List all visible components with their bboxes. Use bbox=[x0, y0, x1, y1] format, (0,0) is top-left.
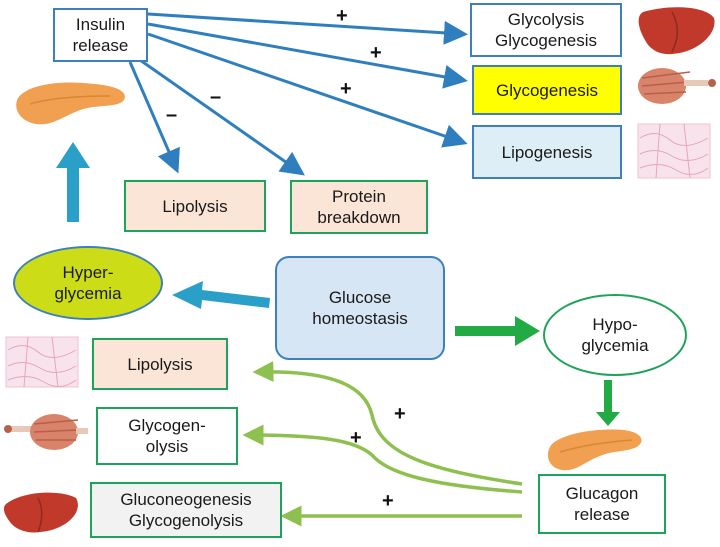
arrow-hypoglycemia-down bbox=[596, 380, 620, 426]
glucagon-release-box: Glucagon release bbox=[538, 474, 666, 534]
liver-icon bbox=[638, 7, 715, 55]
insulin-release-box: Insulin release bbox=[53, 8, 148, 62]
sign-glucagon-lipolysis: + bbox=[394, 403, 406, 425]
glycolysis-glycogenesis-box: Glycolysis Glycogenesis bbox=[470, 3, 622, 57]
arrow-insulin-to-glycogenesis bbox=[147, 22, 468, 89]
sign-insulin-glycolysis: + bbox=[336, 5, 348, 27]
sign-glucagon-gluconeogenesis: + bbox=[382, 490, 394, 512]
sign-glucagon-glycogenolysis: + bbox=[350, 427, 362, 449]
arrow-glucagon-to-lipolysis bbox=[252, 361, 523, 486]
arrow-insulin-to-protein-breakdown bbox=[139, 58, 305, 176]
liver-icon bbox=[3, 492, 78, 533]
glycogenolysis-box: Glycogen- olysis bbox=[96, 407, 238, 465]
protein-breakdown-box: Protein breakdown bbox=[290, 180, 428, 234]
arrow-insulin-to-lipolysis bbox=[128, 61, 180, 174]
sign-insulin-protein-breakdown: – bbox=[210, 86, 222, 108]
lipogenesis-box: Lipogenesis bbox=[472, 125, 622, 179]
arrow-hyperglycemia-up bbox=[56, 142, 90, 222]
sign-insulin-lipogenesis: + bbox=[340, 78, 352, 100]
hyperglycemia-ellipse: Hyper- glycemia bbox=[13, 246, 163, 320]
glycogenesis-box: Glycogenesis bbox=[472, 65, 622, 115]
lipolysis-bottom-box: Lipolysis bbox=[92, 338, 228, 390]
lipolysis-top-box: Lipolysis bbox=[124, 180, 266, 232]
glucose-homeostasis-box: Glucose homeostasis bbox=[275, 256, 445, 360]
pancreas-icon bbox=[547, 429, 642, 471]
muscle-icon bbox=[4, 414, 88, 450]
arrow-homeostasis-to-hyperglycemia bbox=[172, 281, 270, 309]
hypoglycemia-ellipse: Hypo- glycemia bbox=[543, 294, 687, 376]
pancreas-icon bbox=[16, 82, 125, 125]
arrow-insulin-to-lipogenesis bbox=[147, 32, 468, 148]
sign-insulin-glycogenesis: + bbox=[370, 42, 382, 64]
arrow-homeostasis-to-hypoglycemia bbox=[455, 316, 540, 346]
muscle-icon bbox=[638, 68, 716, 104]
fat-tissue-icon bbox=[637, 123, 711, 179]
gluconeogenesis-glycogenolysis-box: Gluconeogenesis Glycogenolysis bbox=[90, 482, 282, 538]
arrow-insulin-to-glycolysis bbox=[147, 12, 468, 45]
fat-tissue-icon bbox=[5, 336, 79, 388]
sign-insulin-lipolysis: – bbox=[166, 104, 178, 126]
arrow-glucagon-to-glycogenolysis bbox=[242, 424, 523, 494]
